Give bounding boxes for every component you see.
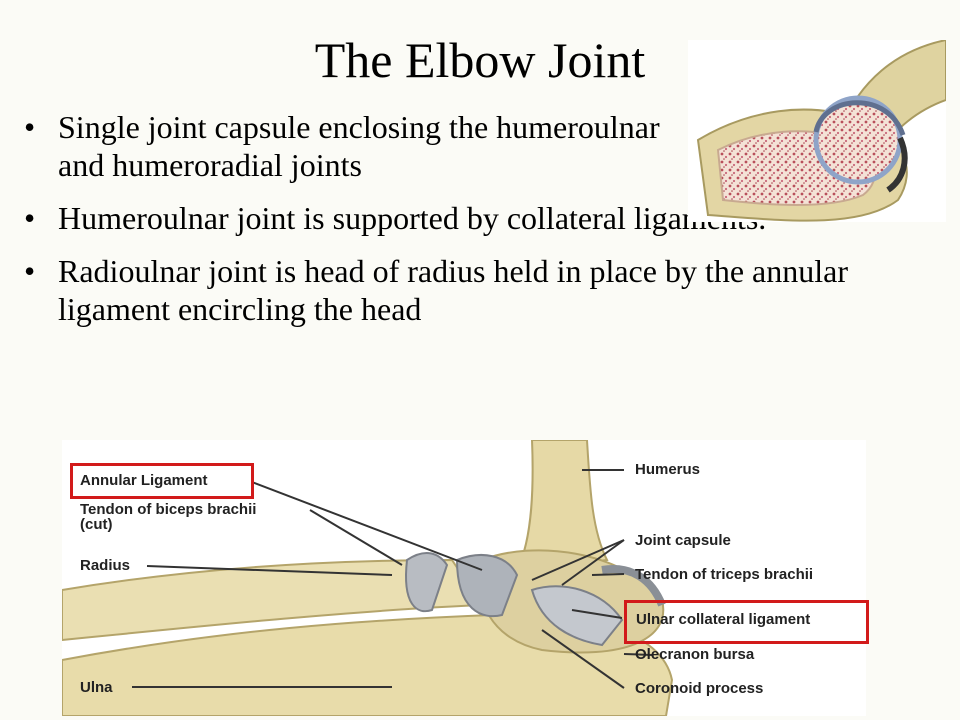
ulnar-collateral-highlight-box — [624, 600, 869, 644]
label-tendon-triceps: Tendon of triceps brachii — [635, 566, 814, 583]
bullet-list: • Single joint capsule enclosing the hum… — [24, 108, 854, 343]
bullet-item: • Radioulnar joint is head of radius hel… — [24, 252, 854, 328]
bullet-dot: • — [24, 200, 36, 236]
elbow-ligament-image — [62, 440, 866, 716]
label-humerus: Humerus — [635, 461, 701, 478]
bullet-text: Radioulnar joint is head of radius held … — [58, 253, 848, 327]
label-radius: Radius — [80, 557, 131, 574]
label-annular-ligament: Annular Ligament — [80, 472, 208, 489]
label-coronoid-process: Coronoid process — [635, 680, 764, 697]
label-joint-capsule: Joint capsule — [635, 532, 731, 549]
label-tendon-biceps-cut: (cut) — [80, 516, 113, 533]
label-ulnar-collateral-ligament: Ulnar collateral ligament — [636, 611, 811, 628]
label-tendon-biceps: Tendon of biceps brachii — [80, 501, 257, 518]
label-olecranon-bursa: Olecranon bursa — [635, 646, 755, 663]
bullet-text: Humeroulnar joint is supported by collat… — [58, 200, 767, 236]
bullet-dot: • — [24, 109, 36, 145]
bullet-item: • Single joint capsule enclosing the hum… — [24, 108, 698, 184]
bullet-item: • Humeroulnar joint is supported by coll… — [24, 199, 854, 237]
bullet-dot: • — [24, 253, 36, 289]
annular-ligament-highlight-box — [70, 463, 254, 499]
label-ulna: Ulna — [80, 679, 113, 696]
slide-title: The Elbow Joint — [314, 32, 646, 88]
bullet-text: Single joint capsule enclosing the humer… — [58, 109, 660, 183]
elbow-cross-section-image — [688, 40, 946, 222]
